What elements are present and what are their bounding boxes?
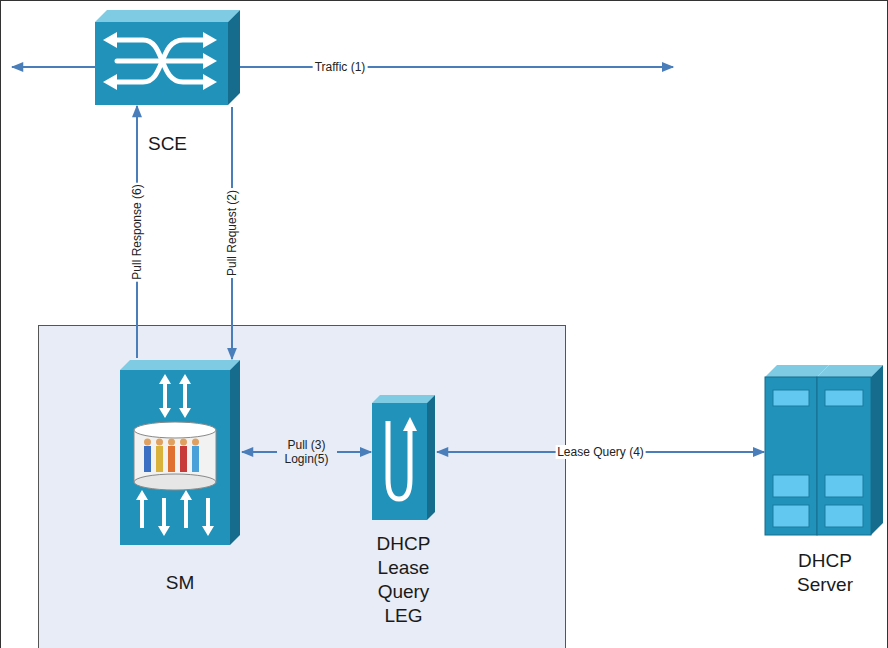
node-label: DHCP Lease Query LEG	[366, 532, 442, 628]
sce-device: SCE	[95, 10, 240, 105]
sce-device-icon	[95, 10, 240, 105]
node-label: SM	[166, 571, 195, 595]
line-label: Traffic (1)	[313, 60, 368, 74]
sm-server-icon	[120, 360, 240, 545]
connector-label: Pull Response (6)	[130, 182, 144, 281]
connector-label: Pull (3) Login(5)	[277, 438, 337, 466]
leg-module-icon	[372, 395, 435, 520]
connector-label: Pull Request (2)	[225, 188, 239, 278]
node-label: SCE	[148, 132, 187, 156]
group-panel	[39, 326, 566, 648]
dhcp-server-icon	[765, 365, 885, 535]
dhcp-server: DHCP Server	[765, 365, 885, 535]
leg-module: DHCP Lease Query LEG	[372, 395, 435, 520]
connector-label: Lease Query (4)	[555, 445, 646, 459]
node-label: DHCP Server	[785, 549, 865, 597]
sm-server: SM	[120, 360, 240, 545]
